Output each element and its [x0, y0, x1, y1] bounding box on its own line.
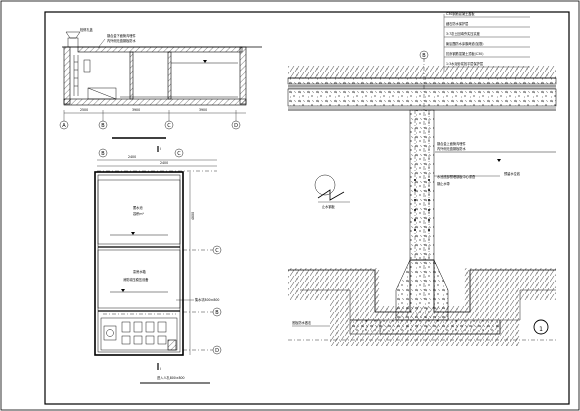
axis-bubble-d: D	[231, 116, 241, 130]
plan-dim-2: 2400	[160, 161, 168, 165]
svg-text:C: C	[215, 248, 219, 254]
svg-text:D: D	[215, 348, 219, 354]
svg-text:C: C	[177, 151, 181, 157]
waterstop-symbol: 止水钢板	[314, 174, 350, 209]
detail-callout-1: 1	[533, 319, 549, 335]
plan-axis-top-c: C	[174, 148, 184, 158]
pipe-embed-label: 钢合金下面管沟埋件	[107, 33, 136, 38]
svg-text:A: A	[62, 123, 66, 129]
plan-axis-right-b: B	[212, 307, 222, 317]
room2-label: 泵房水箱	[133, 269, 147, 274]
equip-note: 集水坑800×800	[195, 297, 219, 302]
layer-4: 聚氨酯防水涂膜两道(加筋)	[446, 41, 484, 46]
detail-pipe-label: 钢合金上面管沟埋件	[437, 141, 466, 146]
dim-3: 3900	[199, 108, 207, 112]
bottom-waterproof-label: 底板防水做法	[292, 320, 311, 325]
plan-dim-right: 4800	[191, 212, 195, 220]
room1-sub: 容积m³	[133, 211, 144, 216]
layer-5: 抗渗钢筋混凝土顶板(C30)	[446, 51, 483, 56]
axis-bubble-b: B	[98, 116, 108, 130]
detail-note-2: 钢止水带	[437, 181, 451, 186]
svg-text:B: B	[101, 123, 105, 129]
plan-bottom-note: 进入人孔800×800	[157, 375, 185, 380]
water-level-label: 预留水位线	[504, 171, 521, 176]
layer-1: C30钢筋混凝土盖板	[446, 11, 475, 16]
layer-6: 1:3水泥砂浆找平层保护层	[446, 61, 483, 66]
layer-list: C30钢筋混凝土盖板 细石防水保护层 3:7灰土回填夯实压实度 聚氨酯防水涂膜两…	[444, 11, 530, 68]
detail-axis-b: B	[419, 50, 429, 60]
room2-sub: 消防增压稳压设备	[123, 277, 149, 282]
room1-label: 蓄水池	[133, 205, 143, 210]
dim-2: 3900	[132, 108, 140, 112]
layer-3: 3:7灰土回填夯实压实度	[446, 31, 481, 36]
wall-detail-view: B C30钢筋混凝土盖板 细石防水保护层 3:7灰土回填夯实压实度 聚氨酯防水涂…	[287, 11, 557, 346]
detail-note-1: 水池底部预埋钢板中心重叠	[437, 174, 475, 179]
tank-plan-view: 2400 2400 B C 蓄水池 容积m³ 泵房水箱 消防增压稳压设备	[94, 146, 222, 384]
svg-text:B: B	[215, 310, 219, 316]
svg-text:1: 1	[539, 326, 543, 333]
drawing-frame	[44, 11, 570, 405]
svg-text:B: B	[422, 53, 426, 59]
svg-text:D: D	[234, 123, 238, 129]
svg-text:I: I	[160, 147, 161, 151]
joint-label: 止水钢板	[322, 204, 336, 209]
svg-text:C: C	[167, 123, 171, 129]
pipe-embed-label-2: 内外侧无缝钢板防水	[107, 38, 136, 43]
axis-bubble-c: C	[164, 116, 174, 130]
detail-pipe-label-2: 内外侧无缝钢板防水	[437, 146, 466, 151]
dim-1: 2500	[80, 108, 88, 112]
tank-section-view: 检修孔盖 钢合金下面管沟埋件 内外侧无缝钢板防水 2500 3900 3900 …	[59, 27, 262, 139]
plan-axis-right-c: C	[212, 245, 222, 255]
plan-axis-top-b: B	[98, 148, 108, 158]
axis-bubble-a: A	[59, 116, 69, 130]
svg-text:B: B	[101, 151, 105, 157]
rebar-dots	[414, 179, 430, 231]
svg-text:I: I	[160, 367, 161, 371]
plan-axis-right-d: D	[212, 345, 222, 355]
layer-2: 细石防水保护层	[446, 21, 468, 26]
plan-dim-1: 2400	[128, 155, 136, 159]
manhole-label: 检修孔盖	[80, 27, 94, 32]
